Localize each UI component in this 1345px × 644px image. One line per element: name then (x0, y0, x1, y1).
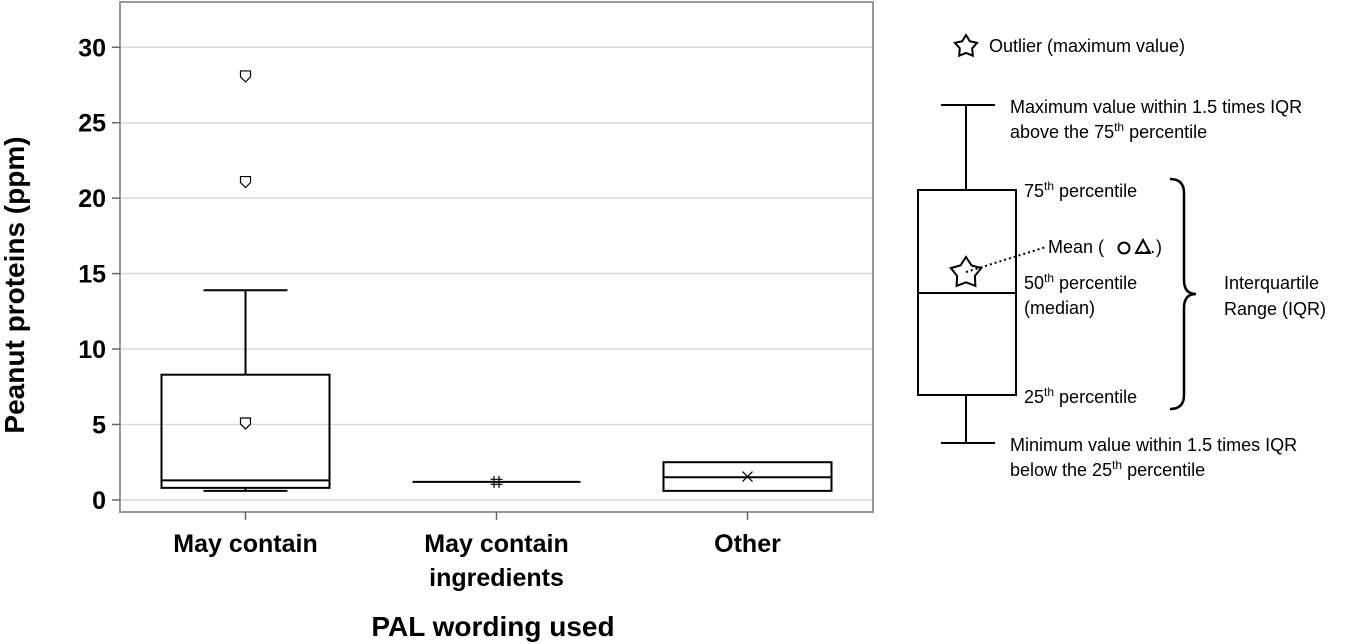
iqr-box (160, 373, 331, 489)
x-category-label: Other (714, 530, 781, 558)
legend-mean-pointer (965, 246, 1047, 273)
x-axis-title: PAL wording used (371, 611, 614, 642)
legend-max-line2: above the 75th percentile (1010, 120, 1207, 142)
outlier-marker (239, 70, 252, 83)
y-tick-label: 25 (78, 110, 106, 138)
x-axis: May contain May contain ingredients Other (173, 512, 781, 592)
legend-mean-circle-icon (1117, 241, 1131, 255)
legend-iqr-brace (1169, 177, 1197, 411)
mean-marker (239, 417, 252, 430)
mean-marker (742, 471, 753, 482)
legend-p25: 25th percentile (1024, 385, 1137, 407)
legend-min-line1: Minimum value within 1.5 times IQR (1010, 435, 1297, 455)
x-category-label: ingredients (429, 564, 564, 592)
legend-mean-triangle-icon (1134, 237, 1152, 254)
box-group (160, 70, 331, 492)
mean-marker (490, 475, 503, 488)
outlier-marker (239, 175, 252, 189)
y-axis-title: Peanut proteins (ppm) (0, 136, 30, 433)
y-tick-label: 30 (78, 34, 106, 62)
grid-lines (120, 46, 873, 501)
legend-iqr-line2: Range (IQR) (1224, 299, 1326, 319)
x-category-label: May contain (173, 530, 317, 558)
legend-outlier-label: Outlier (maximum value) (989, 36, 1185, 56)
y-axis: 0 5 10 15 20 25 30 (78, 34, 120, 515)
legend-iqr-line1: Interquartile (1224, 273, 1319, 293)
box-series (160, 70, 833, 492)
legend-p75: 75th percentile (1024, 179, 1137, 201)
legend-median: (median) (1024, 298, 1095, 318)
legend: Outlier (maximum value) Maximum value wi… (917, 33, 1326, 480)
legend-mean-star-icon (949, 255, 983, 288)
y-tick-label: 15 (78, 261, 106, 289)
legend-outlier-star-icon (953, 33, 979, 58)
legend-max-line1: Maximum value within 1.5 times IQR (1010, 97, 1302, 117)
y-tick-label: 10 (78, 336, 106, 364)
box-group (412, 475, 581, 488)
y-tick-label: 0 (92, 487, 106, 515)
legend-p50: 50th percentile (1024, 271, 1137, 293)
box-group (662, 461, 833, 492)
legend-min-line2: below the 25th percentile (1010, 458, 1205, 480)
x-category-label: May contain (424, 530, 568, 558)
y-tick-label: 20 (78, 185, 106, 213)
y-tick-label: 5 (92, 411, 106, 439)
plot-frame (119, 1, 874, 513)
